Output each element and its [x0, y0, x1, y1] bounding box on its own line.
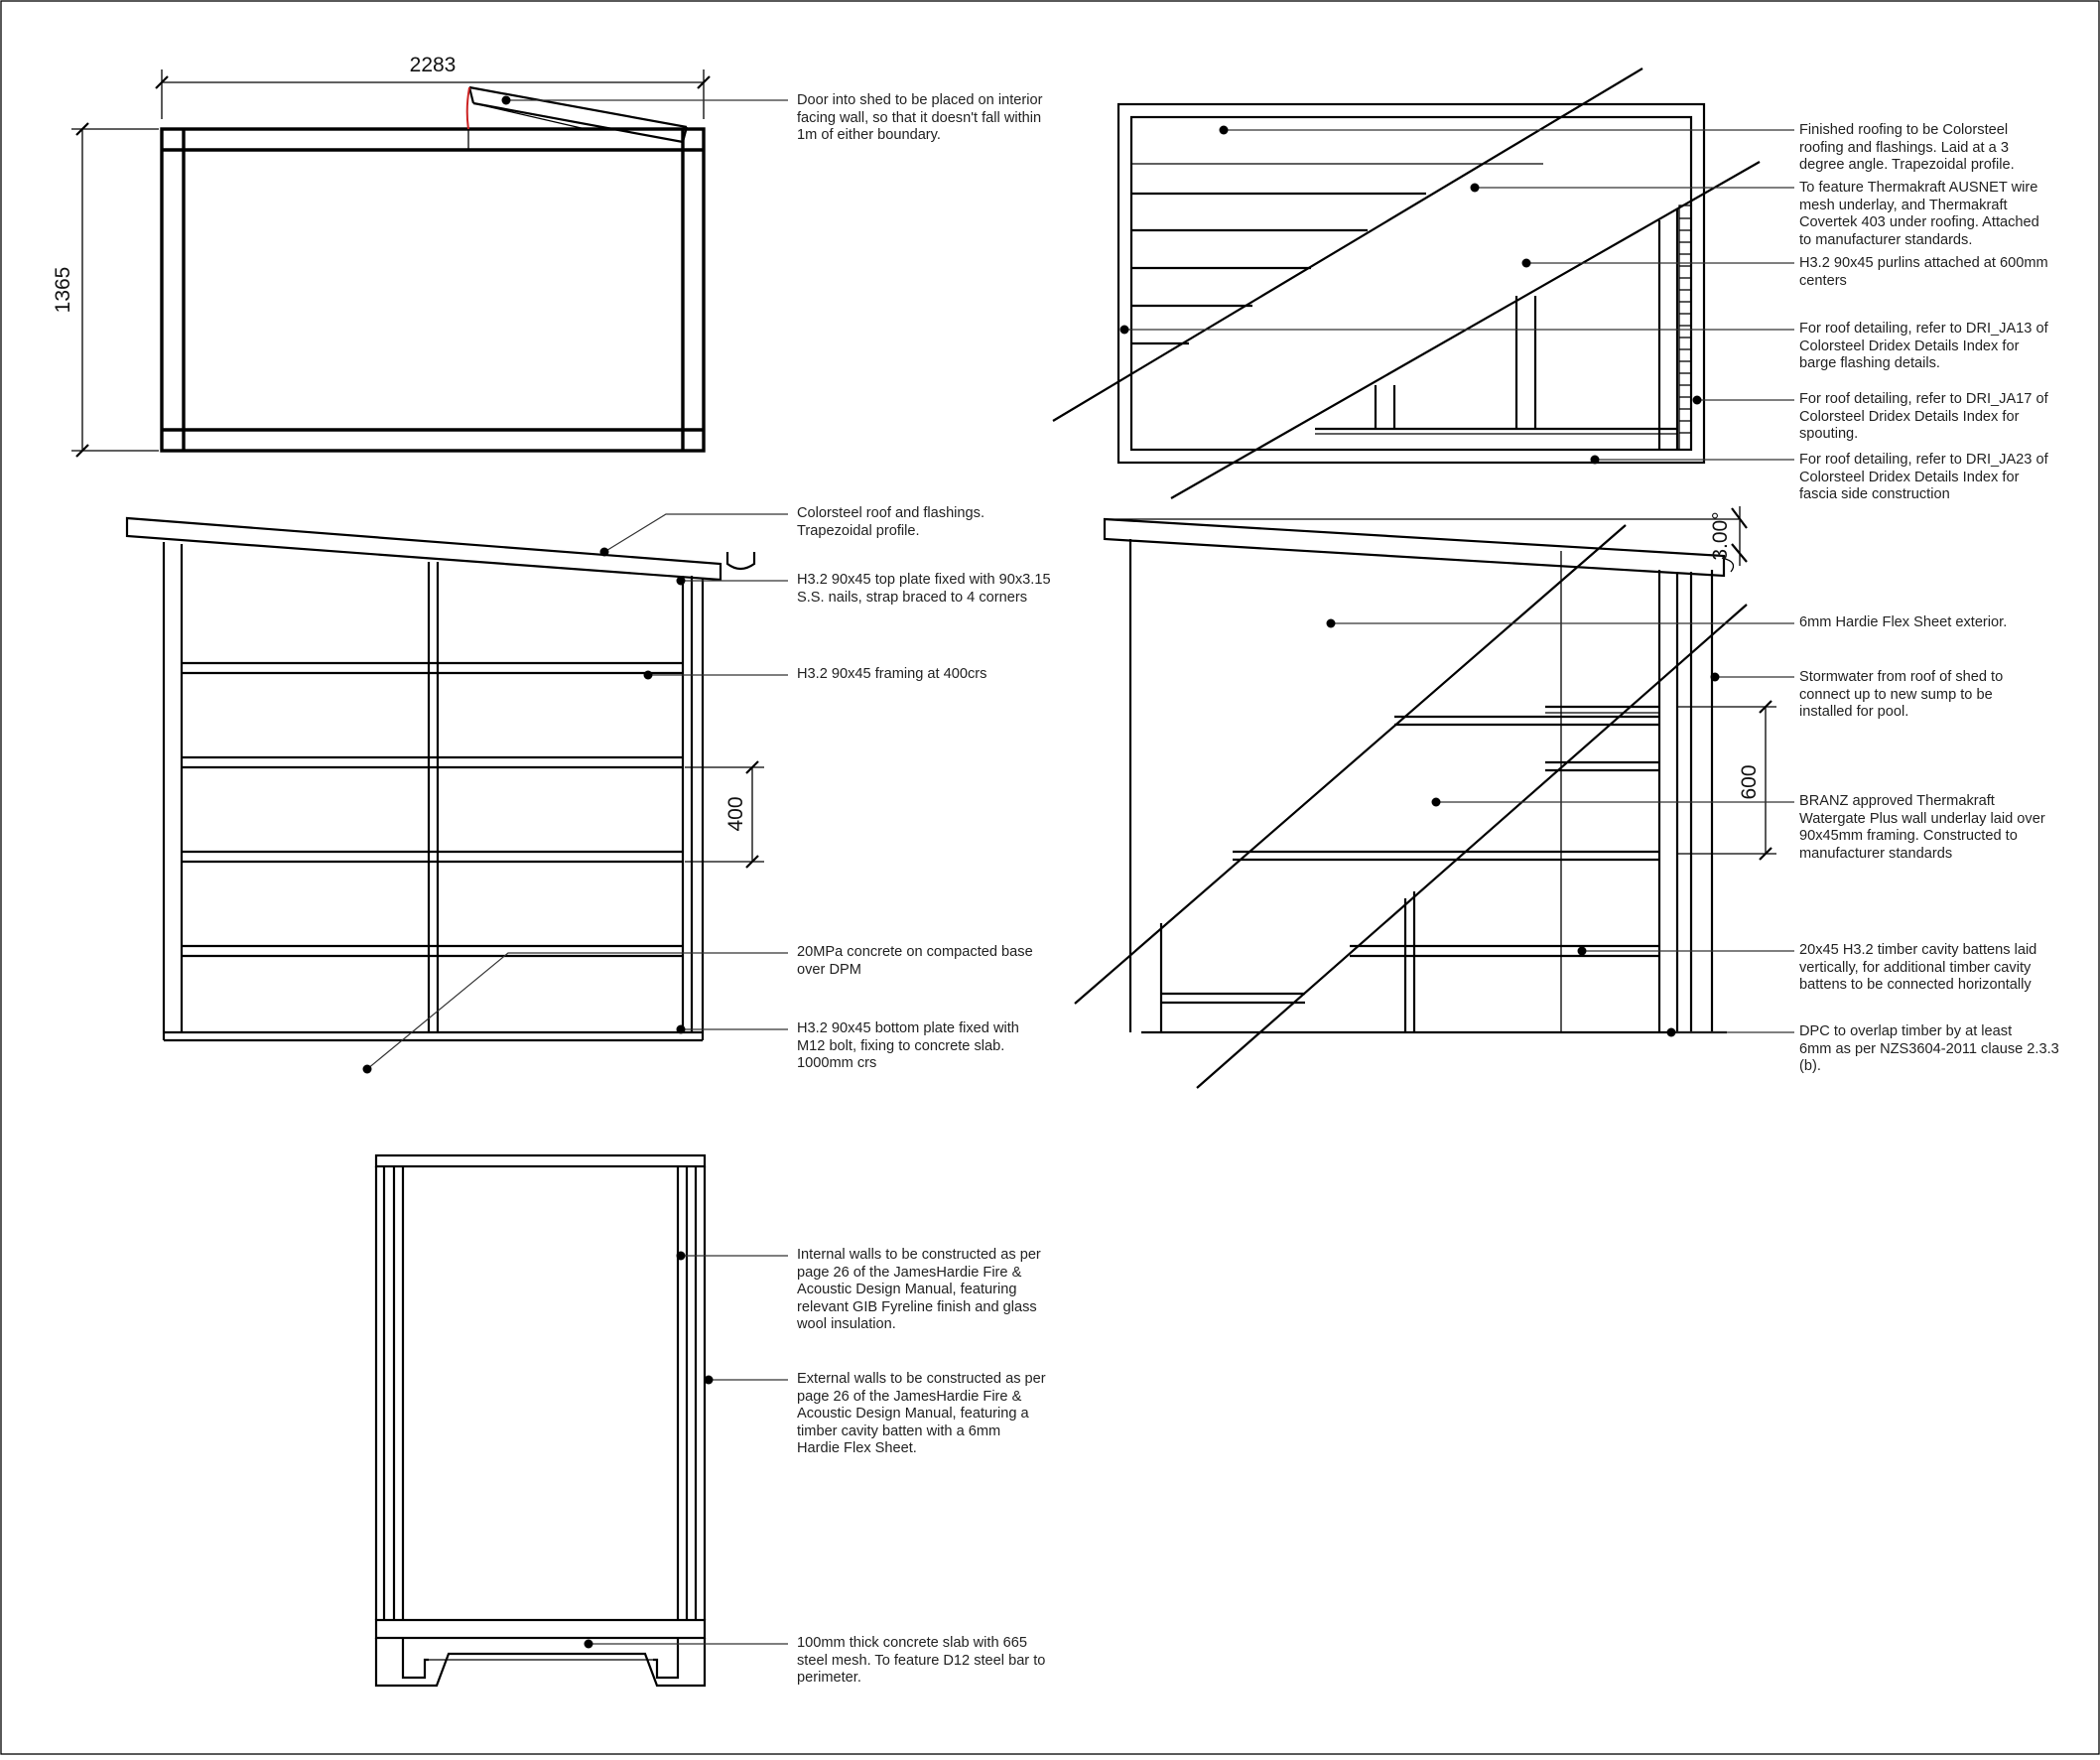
- spouting-ribs: [1679, 217, 1691, 434]
- cladding-section: 3.00° 600: [1074, 506, 1776, 1089]
- note-wall-underlay: BRANZ approved Thermakraft Watergate Plu…: [1799, 793, 2045, 862]
- note-dpc: DPC to overlap timber by at least 6mm as…: [1799, 1023, 2059, 1075]
- framing-spacing-label: 400: [724, 796, 747, 831]
- leader-lines: [362, 95, 1794, 1649]
- batten-spacing-label: 600: [1738, 764, 1761, 799]
- note-roof-ja17: For roof detailing, refer to DRI_JA17 of…: [1799, 391, 2048, 443]
- note-framing: H3.2 90x45 framing at 400crs: [797, 666, 987, 682]
- roof-plan: [1052, 68, 1761, 499]
- door-swing: [465, 85, 689, 151]
- note-external-walls: External walls to be constructed as per …: [797, 1371, 1046, 1457]
- break-line: [1052, 68, 1643, 422]
- roof-angle-dimension: 3.00°: [1105, 506, 1748, 566]
- break-line: [1074, 524, 1627, 1005]
- wall-section: [374, 1153, 707, 1688]
- framing-spacing-dimension: 400: [685, 760, 764, 869]
- roof-angle-label: 3.00°: [1709, 511, 1732, 560]
- note-purlins: H3.2 90x45 purlins attached at 600mm cen…: [1799, 255, 2048, 289]
- batten-spacing-dimension: 600: [1677, 700, 1776, 861]
- note-roof-ja13: For roof detailing, refer to DRI_JA13 of…: [1799, 321, 2048, 372]
- note-roof-colorsteel: Colorsteel roof and flashings. Trapezoid…: [797, 505, 985, 539]
- note-underlay: To feature Thermakraft AUSNET wire mesh …: [1799, 180, 2039, 248]
- plan-width-label: 2283: [410, 54, 457, 76]
- plan-view: 2283 1365: [52, 54, 711, 458]
- note-slab: 100mm thick concrete slab with 665 steel…: [797, 1635, 1046, 1687]
- note-bottom-plate: H3.2 90x45 bottom plate fixed with M12 b…: [797, 1020, 1019, 1072]
- plan-depth-dimension: 1365: [52, 122, 159, 458]
- plan-depth-label: 1365: [52, 267, 74, 314]
- note-roof-ja23: For roof detailing, refer to DRI_JA23 of…: [1799, 452, 2048, 503]
- note-top-plate: H3.2 90x45 top plate fixed with 90x3.15 …: [797, 572, 1051, 606]
- note-door: Door into shed to be placed on interior …: [797, 92, 1043, 144]
- note-finished-roofing: Finished roofing to be Colorsteel roofin…: [1799, 122, 2015, 174]
- plan-width-dimension: 2283: [155, 54, 711, 119]
- note-hardie-flex: 6mm Hardie Flex Sheet exterior.: [1799, 614, 2008, 630]
- note-stormwater: Stormwater from roof of shed to connect …: [1799, 669, 2004, 721]
- note-cavity-battens: 20x45 H3.2 timber cavity battens laid ve…: [1799, 942, 2037, 994]
- note-concrete: 20MPa concrete on compacted base over DP…: [797, 944, 1033, 978]
- side-elevation: 400: [125, 516, 764, 1042]
- note-internal-walls: Internal walls to be constructed as per …: [797, 1247, 1041, 1333]
- break-line: [1196, 604, 1748, 1089]
